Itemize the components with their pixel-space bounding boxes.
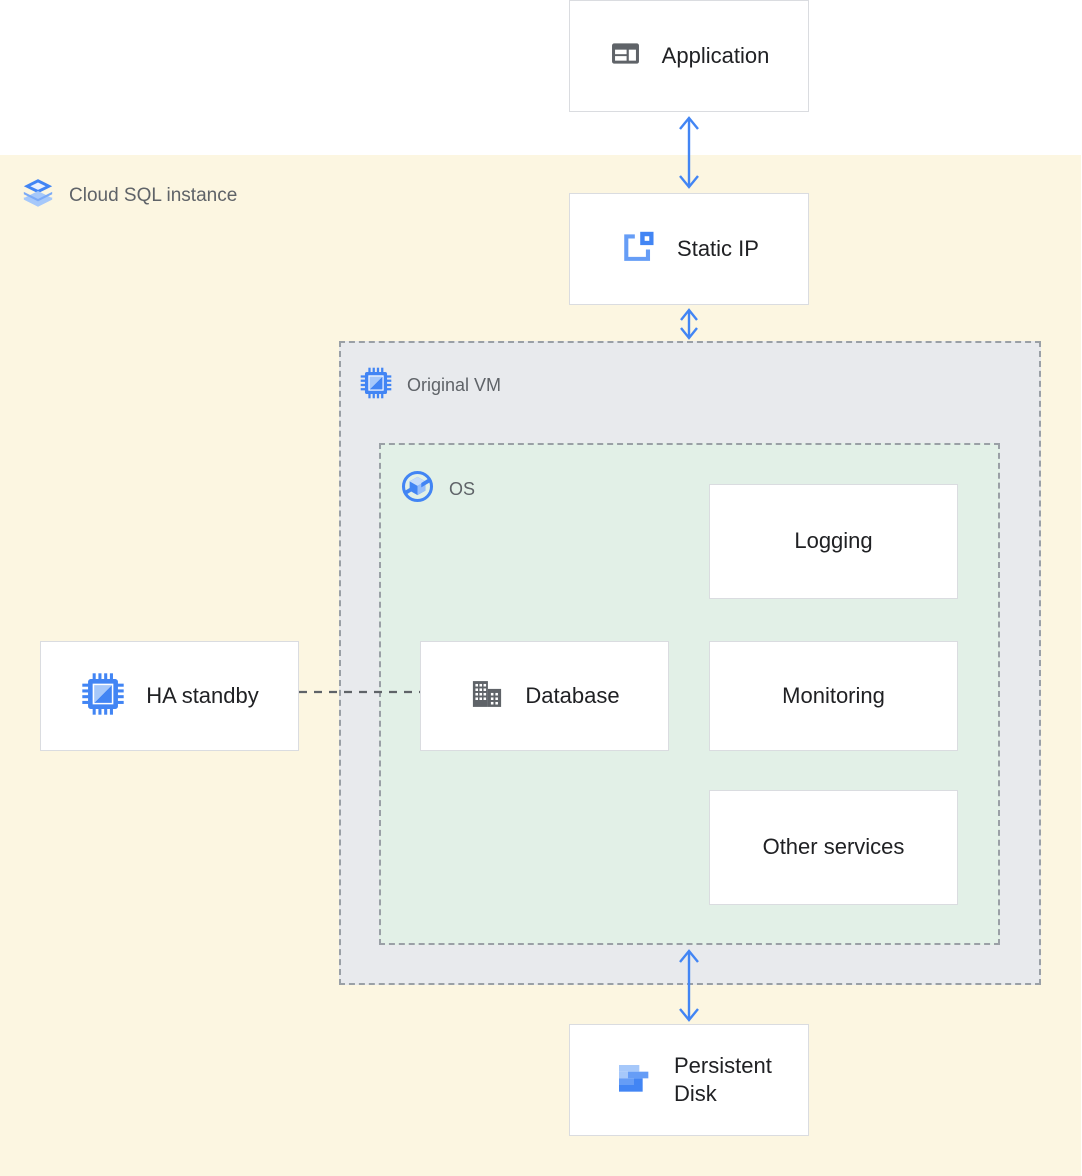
node-label-other-services: Other services — [762, 834, 905, 860]
node-persistent-disk[interactable]: Persistent Disk — [569, 1024, 809, 1136]
node-monitoring[interactable]: Monitoring — [709, 641, 958, 751]
node-label-static-ip: Static IP — [677, 235, 759, 261]
region-label-cloud-sql-instance: Cloud SQL instance — [69, 184, 238, 206]
persistent-disk-icon — [614, 1058, 654, 1103]
node-application[interactable]: Application — [569, 0, 809, 112]
cpu-chip-icon — [359, 366, 393, 405]
region-label-os: OS — [449, 478, 476, 499]
node-database[interactable]: Database — [420, 641, 669, 751]
node-static-ip[interactable]: Static IP — [569, 193, 809, 305]
database-building-icon — [469, 676, 505, 717]
connector-static-ip-to-original-vm — [669, 305, 709, 343]
window-layout-icon — [609, 37, 642, 75]
region-label-original-vm: Original VM — [407, 375, 502, 395]
cpu-chip-icon — [80, 671, 126, 722]
layers-stack-icon — [21, 176, 55, 215]
region-header-cloud-sql-instance: Cloud SQL instance — [21, 176, 237, 215]
connector-os-to-persistent-disk — [669, 945, 709, 1026]
node-label-logging: Logging — [794, 528, 873, 554]
node-label-database: Database — [525, 682, 620, 708]
node-label-ha-standby: HA standby — [146, 682, 259, 708]
connector-application-to-static-ip — [669, 112, 709, 193]
node-label-application: Application — [661, 42, 770, 68]
node-logging[interactable]: Logging — [709, 484, 958, 599]
node-label-monitoring: Monitoring — [782, 682, 885, 708]
node-other-services[interactable]: Other services — [709, 790, 958, 905]
region-header-original-vm: Original VM — [359, 366, 501, 405]
os-container-icon — [400, 469, 435, 509]
region-header-os: OS — [400, 469, 475, 509]
static-ip-icon — [619, 228, 657, 271]
connector-ha-standby-to-original-vm — [299, 688, 423, 696]
node-ha-standby[interactable]: HA standby — [40, 641, 299, 751]
node-label-persistent-disk: Persistent Disk — [674, 1052, 772, 1106]
